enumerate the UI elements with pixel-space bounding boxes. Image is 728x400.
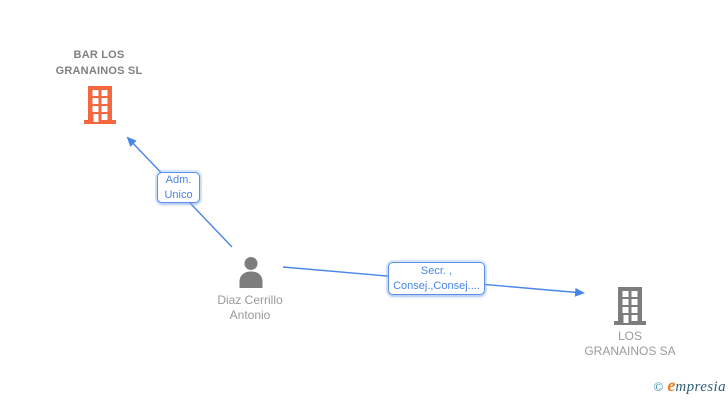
edge-label-adm-line2: Unico	[164, 188, 193, 201]
edge-label-adm-line1: Adm.	[165, 173, 192, 186]
person-label: Diaz Cerrillo Antonio	[190, 293, 310, 323]
brand-initial: e	[667, 375, 676, 395]
person-label-line1: Diaz Cerrillo	[217, 293, 283, 307]
building-icon[interactable]	[84, 86, 116, 124]
company-top-label: BAR LOS GRANAINOS SL	[19, 47, 179, 79]
brand-name: mpresia	[675, 379, 726, 395]
company-top-label-line2: GRANAINOS SL	[55, 65, 143, 77]
edge-label-secr-line2: Consej.,Consej....	[393, 279, 480, 292]
edge-label-adm-unico[interactable]: Adm. Unico	[157, 172, 200, 203]
copyright-icon: ©	[653, 379, 664, 394]
edge-label-secr-line1: Secr. ,	[420, 264, 453, 277]
company-right-label: LOS GRANAINOS SA	[555, 329, 705, 359]
person-label-line2: Antonio	[229, 308, 271, 322]
empresia-logo[interactable]: © e mpresia	[646, 375, 726, 396]
company-right-label-line1: LOS	[617, 329, 642, 343]
company-top-label-line1: BAR LOS	[73, 49, 125, 61]
company-right-label-line2: GRANAINOS SA	[584, 344, 676, 358]
edge-label-secr-consej[interactable]: Secr. , Consej.,Consej....	[388, 262, 485, 295]
person-icon[interactable]	[235, 255, 267, 288]
building-icon[interactable]	[614, 287, 646, 325]
